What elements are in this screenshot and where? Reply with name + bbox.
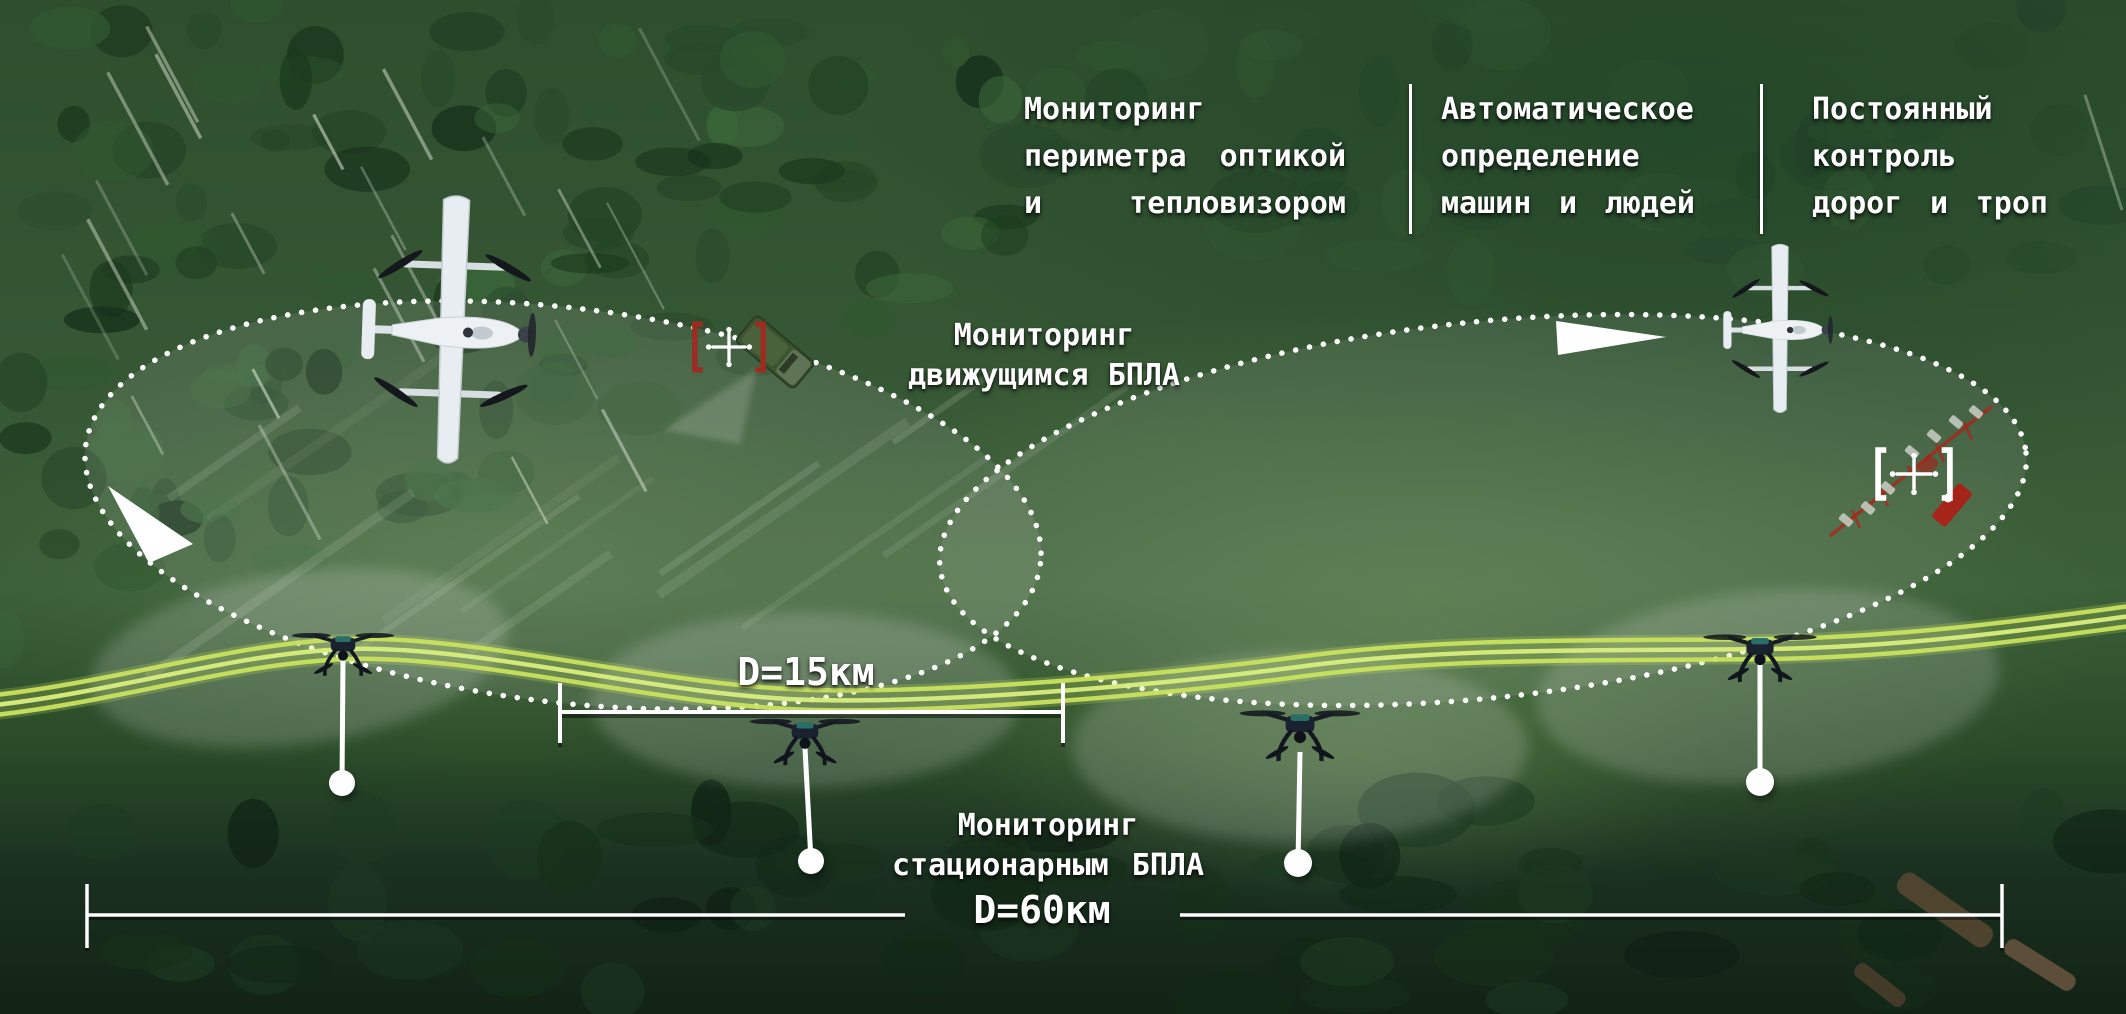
distance-single-coverage: D=15км [737,650,875,694]
field-scratch [2083,94,2124,211]
stationary-coverage-1 [91,567,509,749]
target-crosshair-people-icon [1875,447,1953,501]
field-texture [979,0,2126,306]
moving-uav-label: Мониторинг движущимся БПЛА [908,316,1180,396]
d15-bracket [558,683,1065,747]
moving-uav-label-line: Мониторинг [953,318,1135,353]
people-trail [1828,404,1994,538]
stationary-coverage-4 [1536,588,2000,784]
stationary-uav-label-line: стационарным БПЛА [892,848,1204,883]
moving-uav-label-line: движущимся БПЛА [908,358,1180,393]
tether-anchor-1 [329,770,355,796]
stationary-coverage-3 [1072,652,1528,842]
tether-anchor-2 [798,848,824,874]
feature-caption-perimeter: Мониторинг периметра оптикой и тепловизо… [1024,86,1346,227]
detected-red-vehicle [1932,483,1972,527]
camera-beam [664,368,757,444]
d60-bracket [85,884,2004,951]
tether-anchor-4 [1746,768,1774,796]
feature-line: Мониторинг [1024,92,1205,127]
feature-line: периметра оптикой [1024,139,1346,174]
tether-anchor-3 [1284,849,1312,877]
feature-caption-roads: Постоянный контроль дорог и троп [1812,86,2048,227]
stationary-uav-label-line: Мониторинг [957,808,1139,843]
feature-line: контроль [1812,139,1957,174]
feature-divider-1 [1409,84,1412,234]
feature-line: Автоматическое [1441,92,1694,127]
meadow-streaks [144,347,1154,682]
stationary-uav-label: Мониторинг стационарным БПЛА [892,806,1204,886]
feature-divider-2 [1760,84,1763,234]
tethers [339,659,1763,864]
timber-logs [1854,872,2076,1007]
feature-line: и тепловизором [1024,186,1346,221]
tether-anchors [329,768,1776,882]
feature-line: дорог и троп [1812,186,2048,221]
feature-line: машин и людей [1441,186,1695,221]
feature-line: определение [1441,139,1640,174]
feature-line: Постоянный [1812,92,1993,127]
feature-caption-detection: Автоматическое определение машин и людей [1441,86,1695,227]
distance-total: D=60км [973,888,1111,932]
direction-arrow-right-icon [1556,321,1666,355]
target-crosshair-vehicle-icon [692,321,766,373]
direction-arrow-left-icon [108,486,193,563]
